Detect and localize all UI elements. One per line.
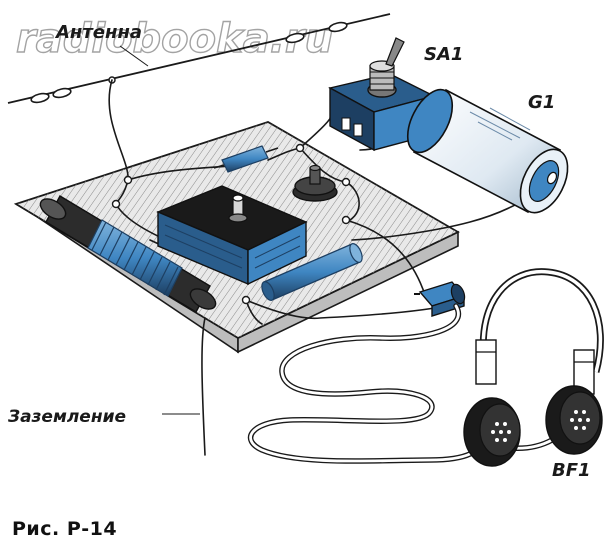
board-wiring	[108, 79, 556, 325]
phone-plug	[414, 281, 466, 317]
figure-caption: Рис. Р-14	[12, 518, 118, 540]
variable-capacitor	[156, 185, 308, 286]
resistor	[261, 243, 363, 301]
capacitor	[213, 145, 279, 173]
coil-winding	[87, 219, 183, 297]
insulator	[285, 21, 348, 44]
ferrite-coil	[39, 195, 217, 313]
headphones-label: BF1	[552, 460, 591, 481]
antenna-wire	[7, 13, 391, 104]
ground-label: Заземление	[7, 407, 126, 427]
left-earpiece	[463, 397, 521, 467]
battery-label: G1	[528, 92, 555, 113]
right-earpiece	[545, 385, 603, 455]
ground-wire	[162, 317, 206, 456]
detector-diode	[292, 164, 338, 202]
antenna-label: Антенна	[54, 22, 142, 43]
insulator	[30, 87, 72, 104]
headphones	[463, 268, 604, 467]
switch-label: SA1	[424, 44, 463, 65]
battery	[406, 88, 569, 214]
